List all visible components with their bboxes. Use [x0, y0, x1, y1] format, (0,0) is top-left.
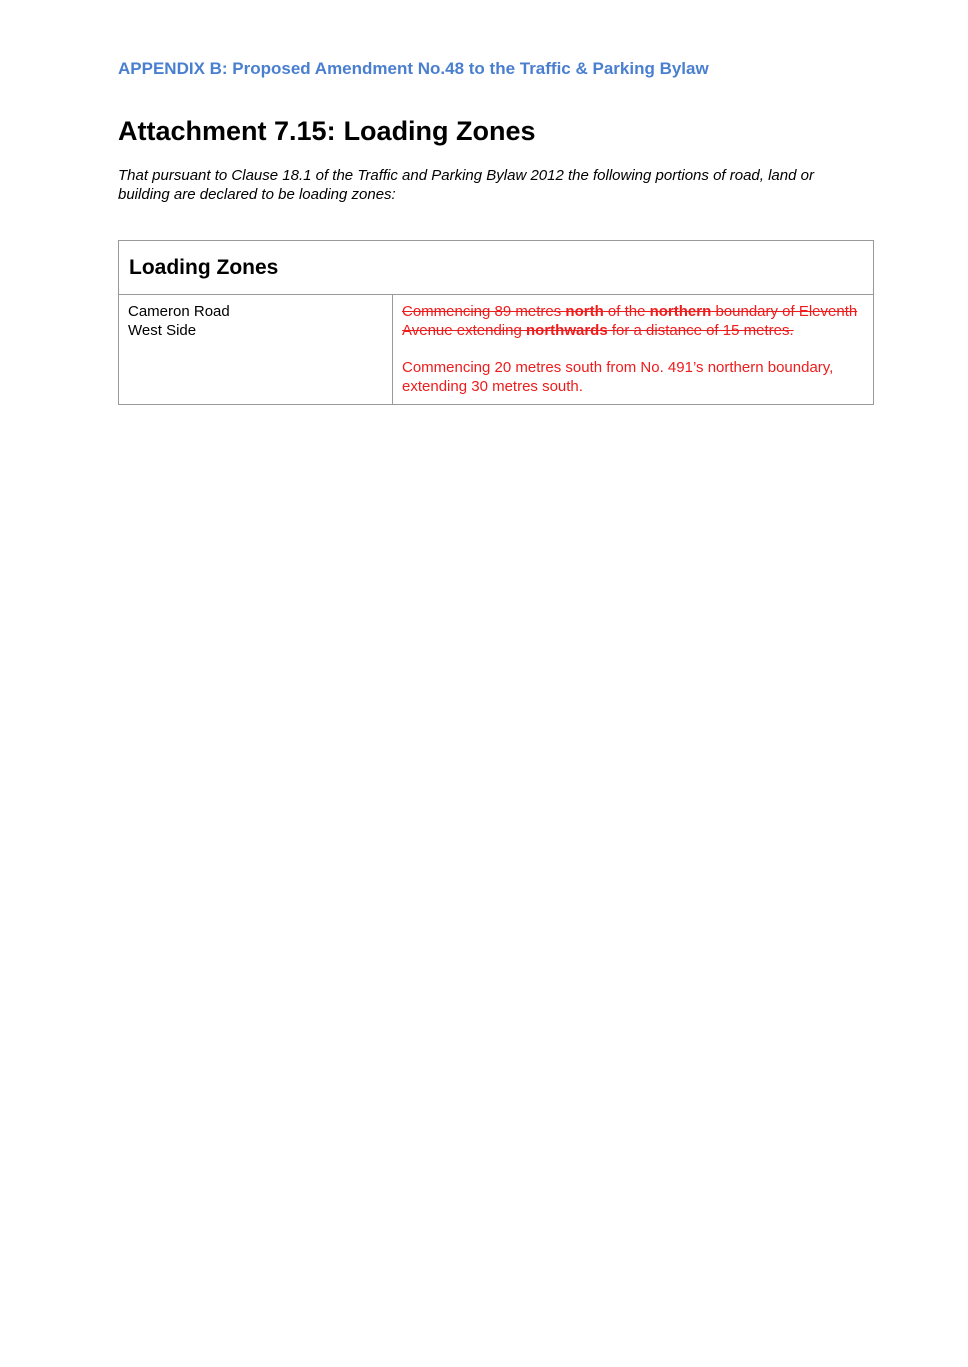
table-header-row: Loading Zones — [118, 240, 874, 295]
road-name: Cameron Road — [128, 303, 230, 320]
deleted-text-part: of the — [603, 303, 650, 320]
page-title: Attachment 7.15:Loading Zones — [118, 114, 536, 148]
loading-zones-table: Loading Zones Cameron Road West Side Com… — [118, 240, 874, 405]
deleted-text: Commencing 89 metres north of the northe… — [402, 302, 864, 340]
deleted-text-bold: northwards — [526, 322, 608, 339]
deleted-text-bold: northern — [649, 303, 712, 320]
deleted-text-part: for a distance of 15 metres. — [607, 322, 794, 339]
attachment-name: Loading Zones — [343, 116, 536, 146]
intro-paragraph: That pursuant to Clause 18.1 of the Traf… — [118, 167, 814, 203]
deleted-text-part: Commencing 89 metres — [402, 303, 566, 320]
added-text: Commencing 20 metres south from No. 491’… — [402, 359, 834, 395]
table-heading: Loading Zones — [118, 240, 874, 295]
deleted-text-bold: north — [565, 303, 604, 320]
attachment-number: Attachment 7.15: — [118, 116, 336, 146]
road-cell: Cameron Road West Side — [118, 294, 393, 405]
road-side: West Side — [128, 322, 197, 339]
table-row: Cameron Road West Side Commencing 89 met… — [118, 294, 874, 405]
deleted-text-part: boundary of Eleventh Avenue extending — [402, 303, 858, 339]
appendix-header: APPENDIX B: Proposed Amendment No.48 to … — [118, 59, 709, 78]
description-cell: Commencing 89 metres north of the northe… — [392, 294, 874, 405]
